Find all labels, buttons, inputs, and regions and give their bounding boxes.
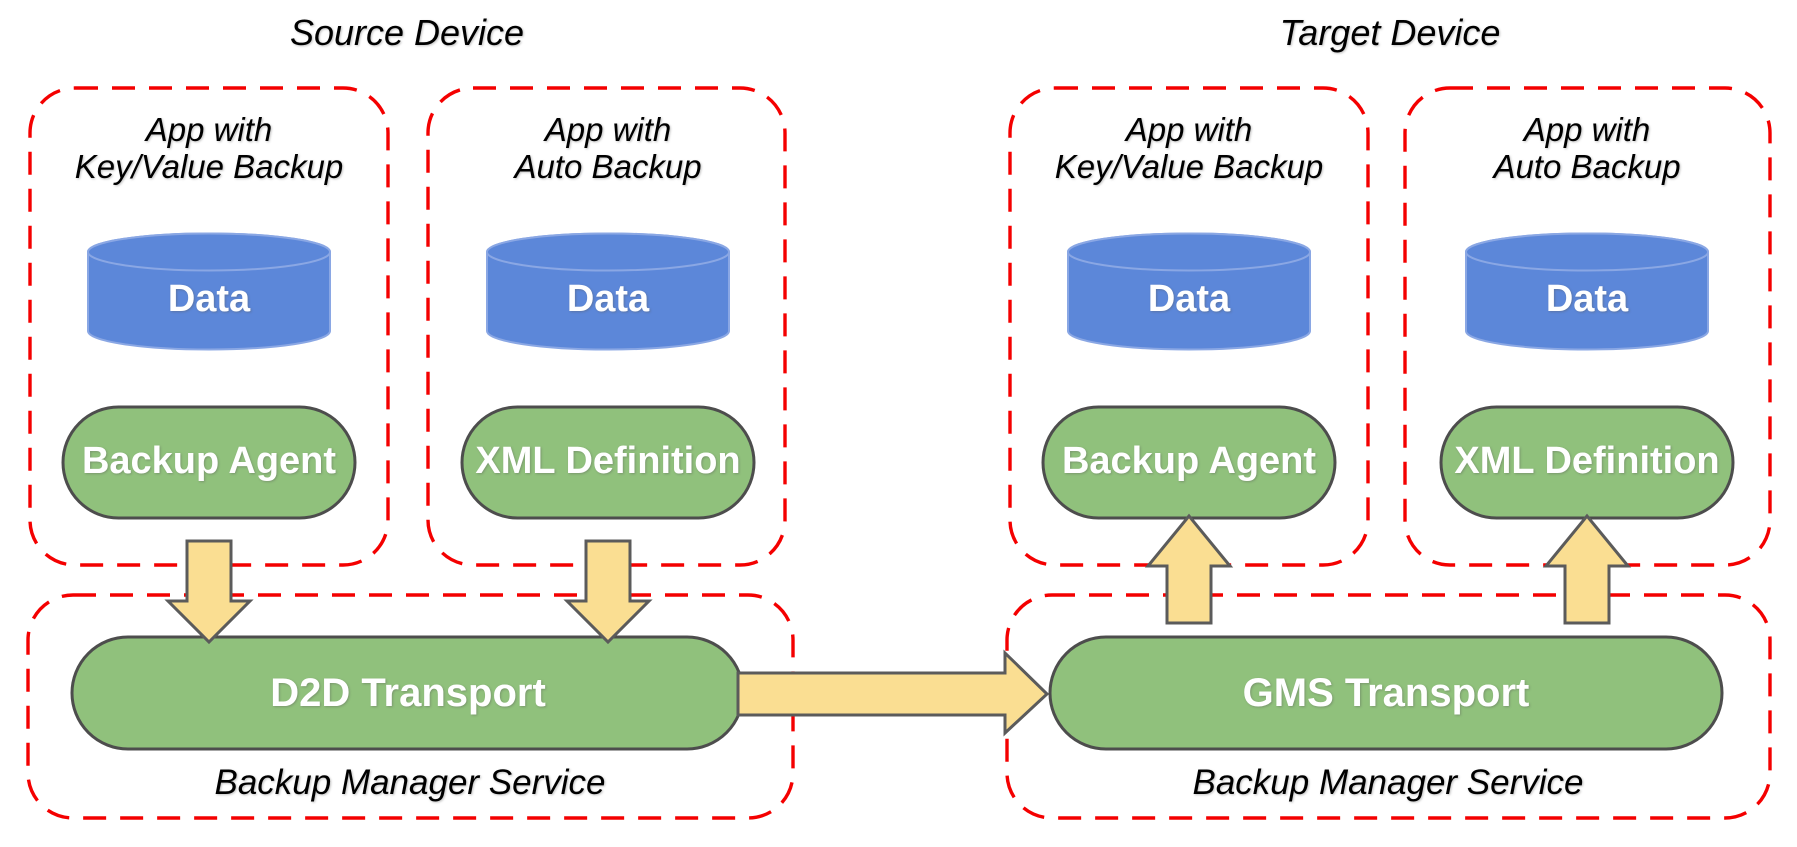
target-keyvalue-app-label-line2: Key/Value Backup xyxy=(1054,147,1324,185)
source-keyvalue-data-cylinder xyxy=(87,232,331,351)
source-auto-data-cylinder xyxy=(486,232,730,351)
d2d-transport-label: D2D Transport xyxy=(270,671,546,715)
source-backup-agent-pill xyxy=(61,405,357,520)
target-auto-data-label: Data xyxy=(1545,278,1629,321)
target-backup-agent-label: Backup Agent xyxy=(1061,440,1317,483)
target-keyvalue-app-label-line1: App with xyxy=(1125,110,1253,148)
source-backup-manager-box xyxy=(26,593,795,820)
target-auto-app-label-line2: Auto Backup xyxy=(1493,147,1681,185)
target-xml-definition-label: XML Definition xyxy=(1454,440,1720,483)
target-backup-manager-label: Backup Manager Service xyxy=(1192,762,1584,802)
source-auto-app-label-line1: App with xyxy=(544,110,672,148)
target-auto-data-cylinder xyxy=(1465,232,1709,351)
source-auto-app-label-line2: Auto Backup xyxy=(514,147,702,185)
up-arrow-icon xyxy=(1144,513,1234,625)
source-keyvalue-app-label-line1: App with xyxy=(145,110,273,148)
gms-transport-label: GMS Transport xyxy=(1242,671,1530,715)
source-xml-definition-pill xyxy=(460,405,756,520)
target-auto-app-label-line1: App with xyxy=(1523,110,1651,148)
source-device-title: Source Device xyxy=(289,12,525,54)
target-device-title: Target Device xyxy=(1279,12,1501,54)
target-keyvalue-data-cylinder xyxy=(1067,232,1311,351)
down-arrow-icon xyxy=(563,539,653,645)
source-xml-definition-label: XML Definition xyxy=(475,440,741,483)
gms-transport-pill xyxy=(1048,635,1724,751)
source-backup-agent-label: Backup Agent xyxy=(81,440,337,483)
right-arrow-icon xyxy=(736,649,1050,737)
source-keyvalue-data-label: Data xyxy=(167,278,251,321)
down-arrow-icon xyxy=(164,539,254,645)
source-auto-data-label: Data xyxy=(566,278,650,321)
source-backup-manager-label: Backup Manager Service xyxy=(214,762,606,802)
source-keyvalue-app-label-line2: Key/Value Backup xyxy=(74,147,344,185)
up-arrow-icon xyxy=(1542,513,1632,625)
target-keyvalue-data-label: Data xyxy=(1147,278,1231,321)
